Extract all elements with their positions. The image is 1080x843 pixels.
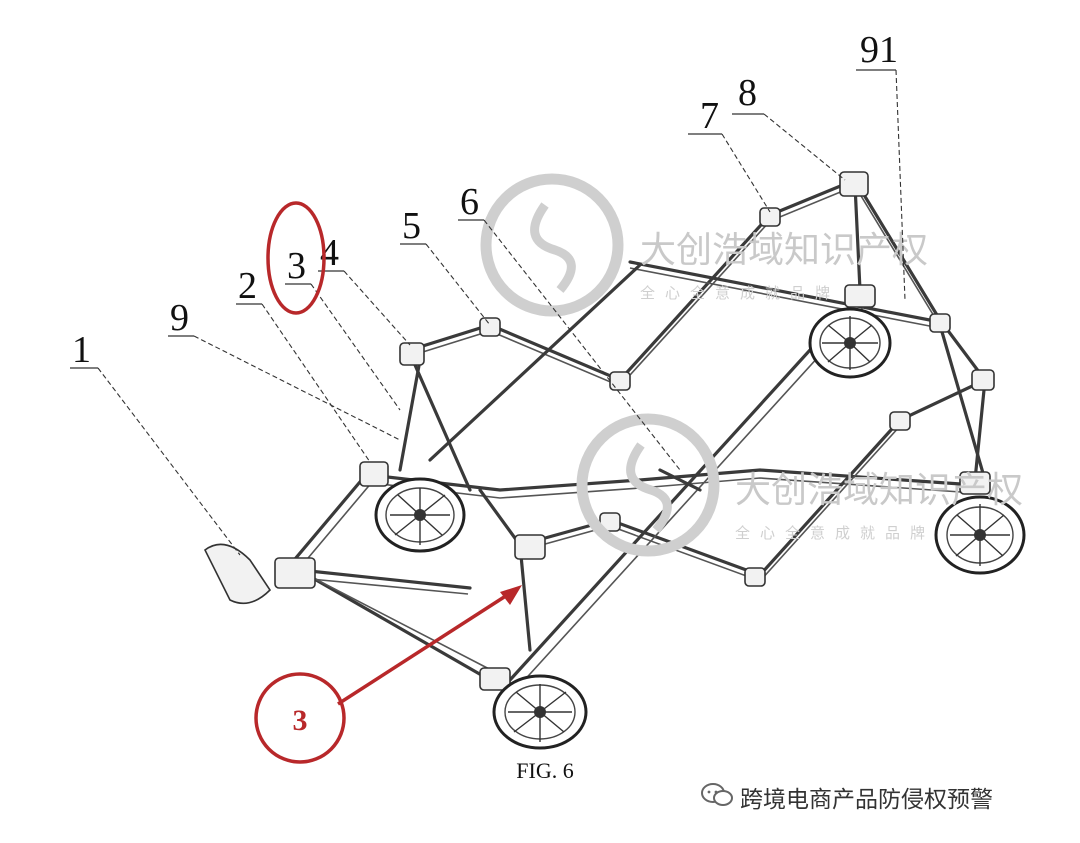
- label-3: 3: [285, 245, 401, 411]
- wheel-front-right: [934, 495, 1026, 575]
- watermark-sub-text: 全心全意成就品牌: [640, 284, 840, 302]
- label-6: 6: [458, 181, 681, 471]
- label-2: 2: [236, 265, 371, 463]
- wheel-rear-left: [374, 477, 466, 553]
- ref-label-5: 5: [402, 205, 421, 247]
- watermark-bottom: 大创浩域知识产权 全心全意成就品牌: [576, 413, 1023, 557]
- account-name: 跨境电商产品防侵权预警: [740, 787, 993, 813]
- figure-caption: FIG. 6: [516, 758, 573, 783]
- ref-label-9: 9: [170, 297, 189, 339]
- ref-label-91: 91: [860, 29, 898, 71]
- wechat-icon: [701, 783, 733, 806]
- cart-frame: [203, 171, 995, 691]
- ref-label-6: 6: [460, 181, 479, 223]
- handle-grip: [203, 543, 272, 605]
- watermark-main-text: 大创浩域知识产权: [735, 470, 1023, 511]
- wheel-front-left: [492, 674, 588, 750]
- label-9: 9: [168, 297, 401, 441]
- ref-label-1: 1: [72, 329, 91, 371]
- annotation-callout-label: 3: [293, 704, 308, 737]
- watermark-top: 大创浩域知识产权 全心全意成就品牌: [480, 173, 928, 317]
- annotation-callout-3: 3: [254, 585, 522, 764]
- watermark-logo-icon: [576, 413, 720, 557]
- ref-label-8: 8: [738, 72, 757, 114]
- label-8: 8: [732, 72, 846, 181]
- arrow-head-icon: [500, 585, 522, 605]
- wheel-rear-right: [808, 307, 892, 379]
- label-4: 4: [318, 232, 411, 346]
- ref-label-2: 2: [238, 265, 257, 307]
- annotation-circle-label-3: [266, 201, 326, 315]
- ref-label-7: 7: [700, 95, 719, 137]
- label-5: 5: [400, 205, 491, 326]
- watermark-logo-icon: [480, 173, 624, 317]
- label-7: 7: [688, 95, 771, 213]
- watermark-sub-text: 全心全意成就品牌: [735, 524, 935, 542]
- label-91: 91: [856, 29, 906, 301]
- ref-label-3: 3: [287, 245, 306, 287]
- label-1: 1: [70, 329, 241, 556]
- watermark-main-text: 大创浩域知识产权: [640, 230, 928, 271]
